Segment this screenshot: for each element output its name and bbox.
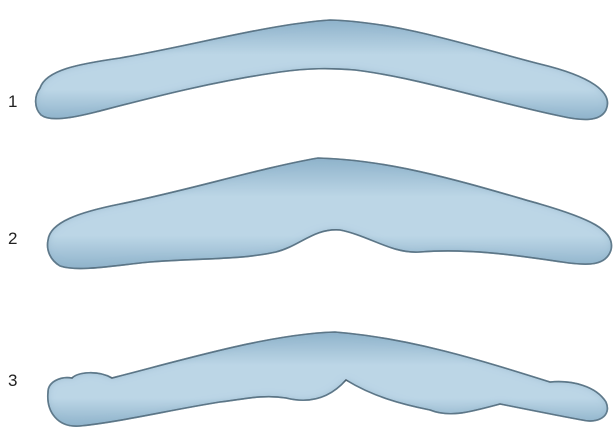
shape-1-label: 1	[8, 92, 17, 111]
shape-3-boomerang	[48, 332, 608, 426]
shape-3-label: 3	[8, 371, 17, 390]
shape-3-group: 3	[8, 332, 607, 426]
shape-2-label: 2	[8, 229, 17, 248]
shape-1-group: 1	[8, 20, 608, 120]
shape-2-group: 2	[8, 158, 612, 269]
shape-1-boomerang	[36, 20, 608, 120]
shape-2-boomerang	[48, 158, 612, 269]
